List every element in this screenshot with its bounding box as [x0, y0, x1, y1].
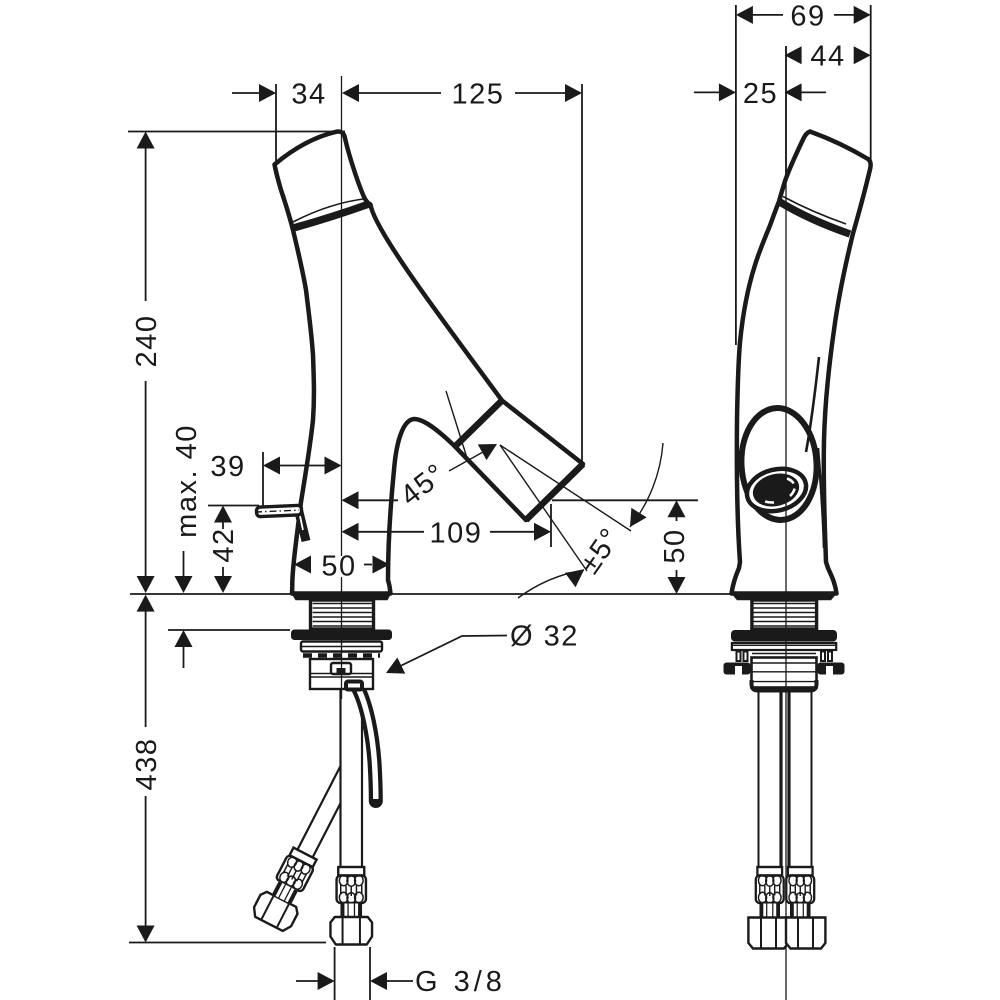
svg-text:Ø 32: Ø 32 — [510, 621, 579, 653]
svg-text:44: 44 — [810, 41, 845, 73]
svg-text:69: 69 — [790, 0, 825, 32]
svg-text:50: 50 — [659, 528, 691, 563]
svg-text:125: 125 — [452, 79, 505, 111]
svg-text:109: 109 — [430, 517, 483, 549]
svg-text:39: 39 — [210, 451, 245, 483]
svg-text:25: 25 — [743, 78, 778, 110]
svg-text:42: 42 — [208, 527, 240, 562]
svg-text:G 3/8: G 3/8 — [415, 966, 506, 998]
svg-text:max. 40: max. 40 — [171, 424, 203, 538]
svg-text:438: 438 — [131, 738, 163, 791]
svg-text:50: 50 — [321, 550, 356, 582]
svg-text:240: 240 — [131, 315, 163, 368]
svg-text:34: 34 — [291, 79, 326, 111]
